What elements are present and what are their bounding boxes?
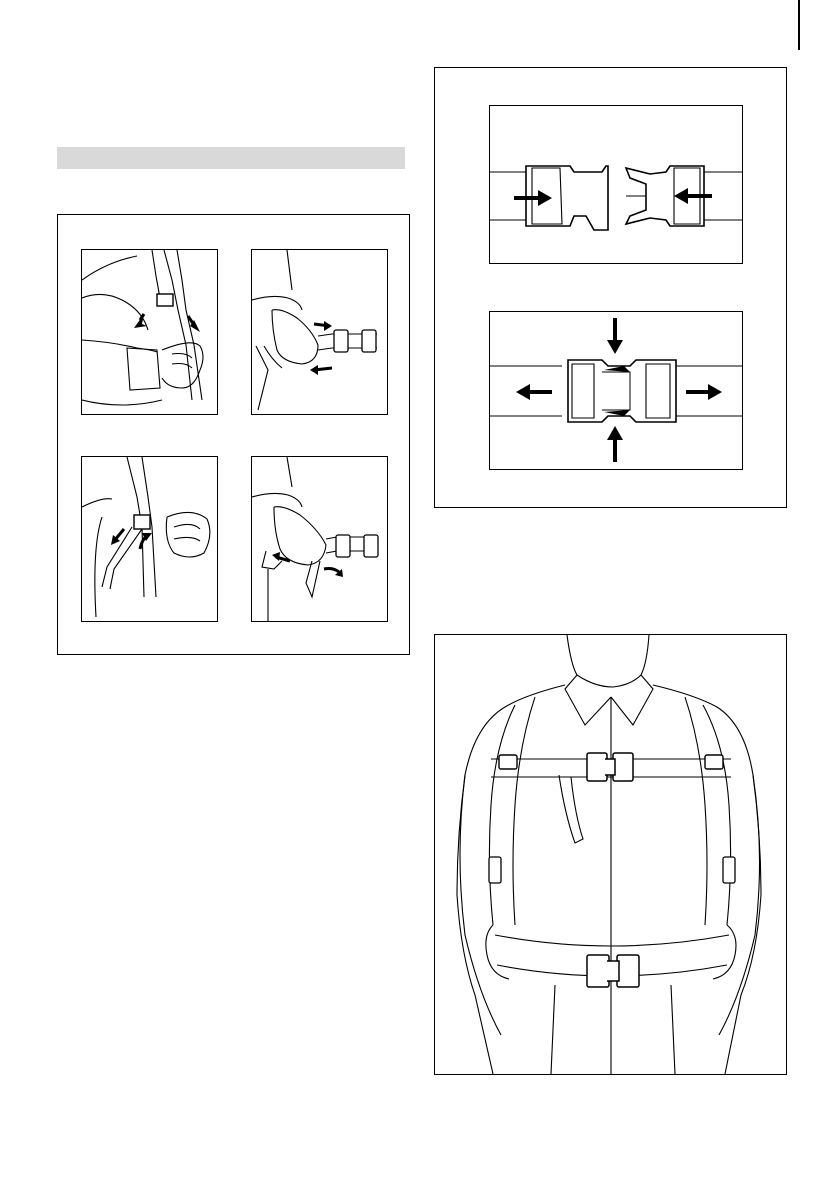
tighten-shoulder-strap-illustration bbox=[82, 250, 217, 414]
slider-buckle-icon bbox=[499, 755, 517, 769]
arrow-icon bbox=[310, 365, 332, 375]
slider-buckle-icon bbox=[489, 857, 501, 883]
arrow-icon bbox=[686, 384, 722, 400]
panel-loosen-buckle-strap bbox=[251, 456, 388, 622]
panel-insert-buckle bbox=[489, 105, 743, 264]
arrow-icon bbox=[324, 569, 343, 578]
page-edge-mark bbox=[798, 0, 800, 50]
strap-adjustment-figure bbox=[57, 214, 410, 655]
panel-loosen-shoulder-strap bbox=[81, 456, 218, 622]
buckle-icon bbox=[336, 535, 350, 557]
slider-buckle-icon bbox=[134, 515, 150, 529]
arrow-icon bbox=[272, 552, 290, 561]
harness-worn-illustration bbox=[435, 635, 786, 1074]
arrow-icon bbox=[188, 316, 200, 332]
tighten-buckle-strap-illustration bbox=[252, 250, 387, 414]
section-heading-bar bbox=[57, 147, 405, 169]
insert-buckle-illustration bbox=[490, 106, 742, 263]
arrow-icon bbox=[516, 384, 552, 400]
buckle-icon bbox=[587, 955, 639, 987]
buckle-operation-figure bbox=[434, 67, 787, 508]
arrow-icon bbox=[314, 321, 332, 331]
release-buckle-illustration bbox=[490, 312, 742, 469]
buckle-icon bbox=[362, 330, 376, 352]
harness-worn-figure bbox=[434, 634, 787, 1075]
buckle-icon bbox=[364, 535, 378, 557]
loosen-buckle-strap-illustration bbox=[252, 457, 387, 621]
arrow-icon bbox=[607, 318, 623, 354]
slider-buckle-icon bbox=[705, 755, 723, 769]
slider-buckle-icon bbox=[723, 857, 735, 883]
slider-buckle-icon bbox=[157, 294, 173, 306]
buckle-icon bbox=[334, 330, 348, 352]
panel-release-buckle bbox=[489, 311, 743, 470]
arrow-icon bbox=[134, 314, 147, 328]
panel-tighten-shoulder-strap bbox=[81, 249, 218, 415]
arrow-icon bbox=[607, 426, 623, 462]
panel-tighten-buckle-strap bbox=[251, 249, 388, 415]
loosen-shoulder-strap-illustration bbox=[82, 457, 217, 621]
